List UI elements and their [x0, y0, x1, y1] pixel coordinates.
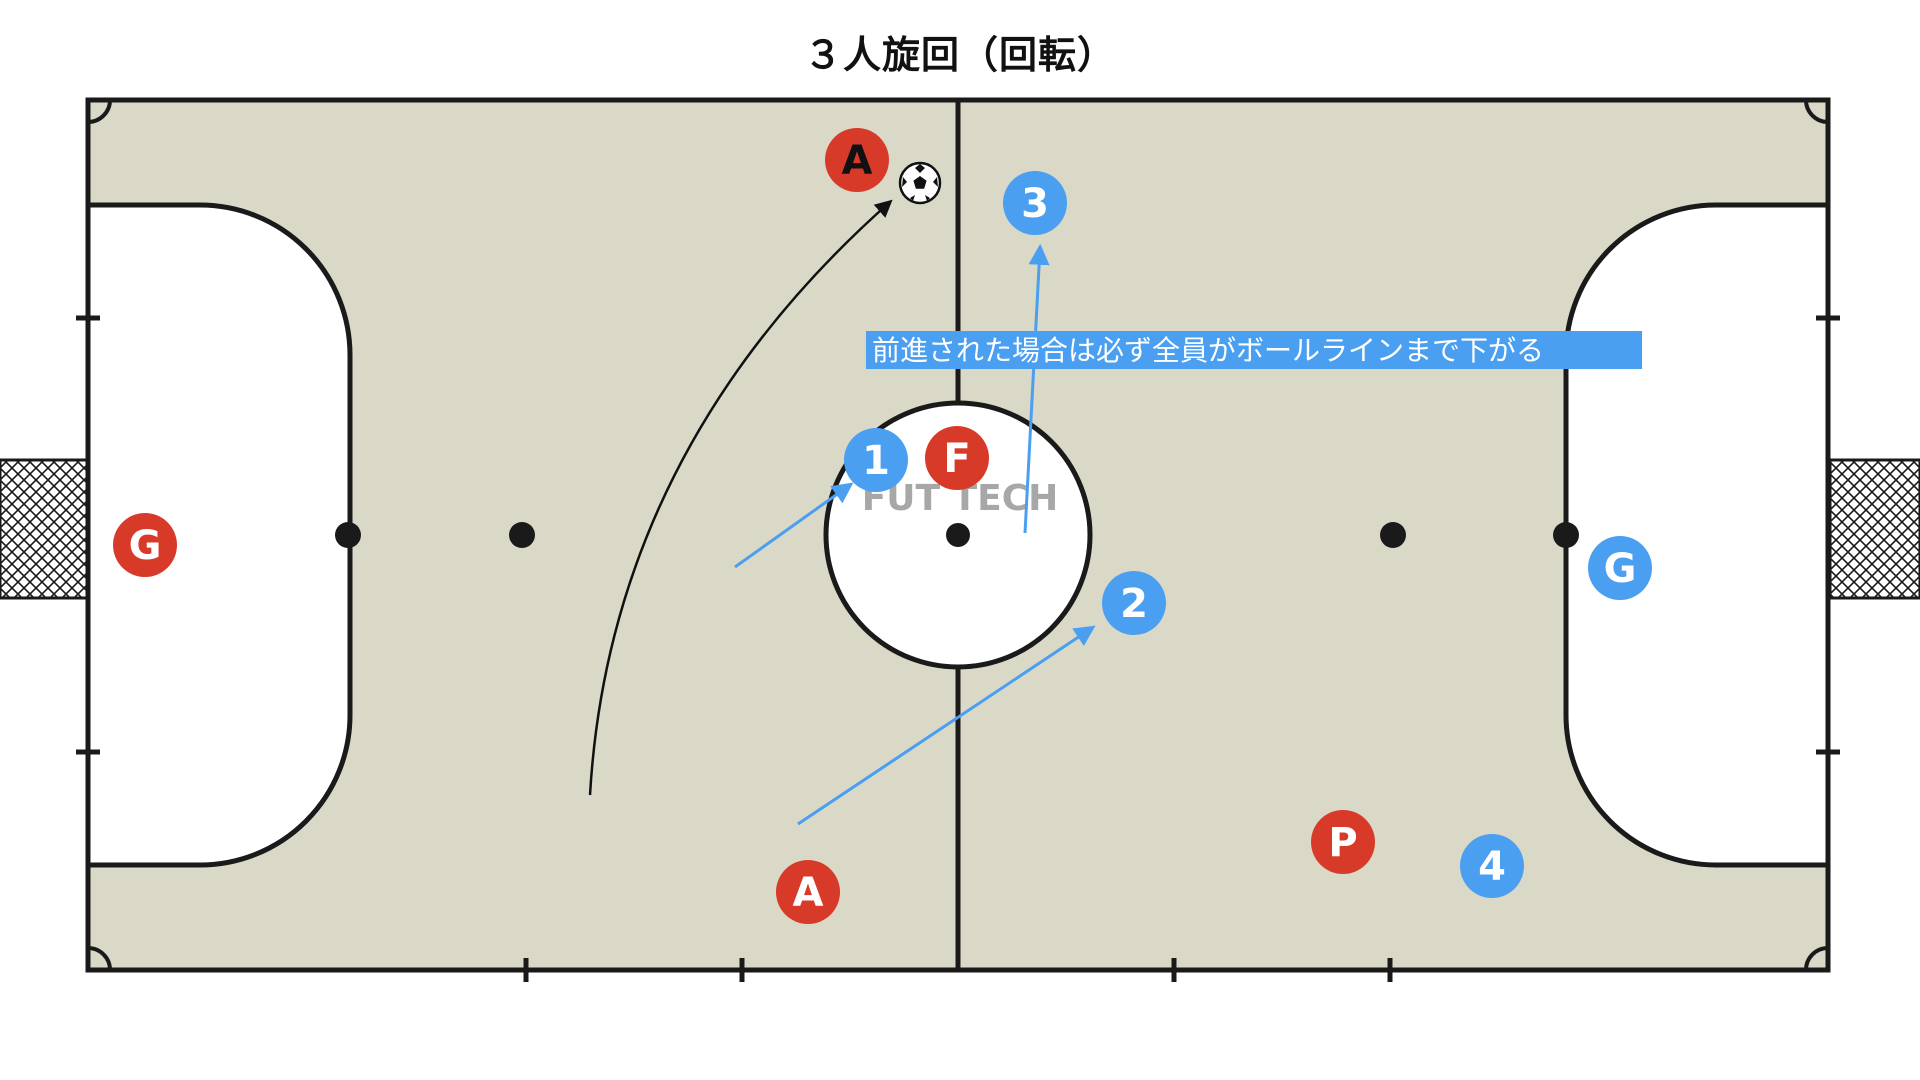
player-label: 3: [1021, 181, 1049, 227]
boundary-tick-marks: [76, 315, 1840, 982]
right-penalty-spot: [1553, 522, 1579, 548]
player-label: P: [1328, 820, 1357, 866]
player-red-top-a[interactable]: A: [825, 128, 889, 192]
coach-note-text: 前進された場合は必ず全員がボールラインまで下がる: [872, 334, 1544, 367]
coach-note-background: [866, 331, 1642, 369]
soccer-ball-icon: [898, 161, 942, 205]
right-goal-net: [1828, 458, 1920, 600]
left-penalty-area: [85, 202, 353, 868]
player-label: G: [1604, 546, 1637, 592]
player-label: A: [842, 138, 873, 184]
run-arrow-to-1: [734, 482, 854, 569]
player-label: F: [943, 436, 970, 482]
player-red-keeper[interactable]: G: [113, 513, 177, 577]
ball-pass-arrow: [588, 199, 893, 796]
player-label: G: [129, 523, 162, 569]
player-red-fixo[interactable]: F: [925, 426, 989, 490]
player-label: 2: [1120, 581, 1148, 627]
player-blue-3[interactable]: 3: [1003, 171, 1067, 235]
player-blue-2[interactable]: 2: [1102, 571, 1166, 635]
player-blue-4[interactable]: 4: [1460, 834, 1524, 898]
player-label: 1: [862, 438, 890, 484]
player-label: A: [793, 870, 824, 916]
left-second-penalty-spot: [509, 522, 535, 548]
right-penalty-area: [1563, 202, 1831, 868]
right-second-penalty-spot: [1380, 522, 1406, 548]
left-goal-net: [0, 458, 90, 600]
corner-arc-top-right: [1804, 99, 1829, 124]
player-blue-keeper[interactable]: G: [1588, 536, 1652, 600]
corner-arc-bottom-right: [1804, 946, 1829, 971]
player-blue-1[interactable]: 1: [844, 428, 908, 492]
corner-arc-top-left: [87, 99, 112, 124]
page-title: ３人旋回（回転）: [803, 33, 1116, 77]
player-red-bottom-a[interactable]: A: [776, 860, 840, 924]
left-penalty-spot: [335, 522, 361, 548]
coach-note: 前進された場合は必ず全員がボールラインまで下がる: [866, 331, 1642, 369]
player-red-pivot[interactable]: P: [1311, 810, 1375, 874]
run-arrow-to-3: [1023, 243, 1050, 534]
run-arrow-to-2: [797, 625, 1096, 826]
center-spot: [946, 523, 970, 547]
player-label: 4: [1478, 844, 1506, 890]
corner-arc-bottom-left: [87, 946, 112, 971]
